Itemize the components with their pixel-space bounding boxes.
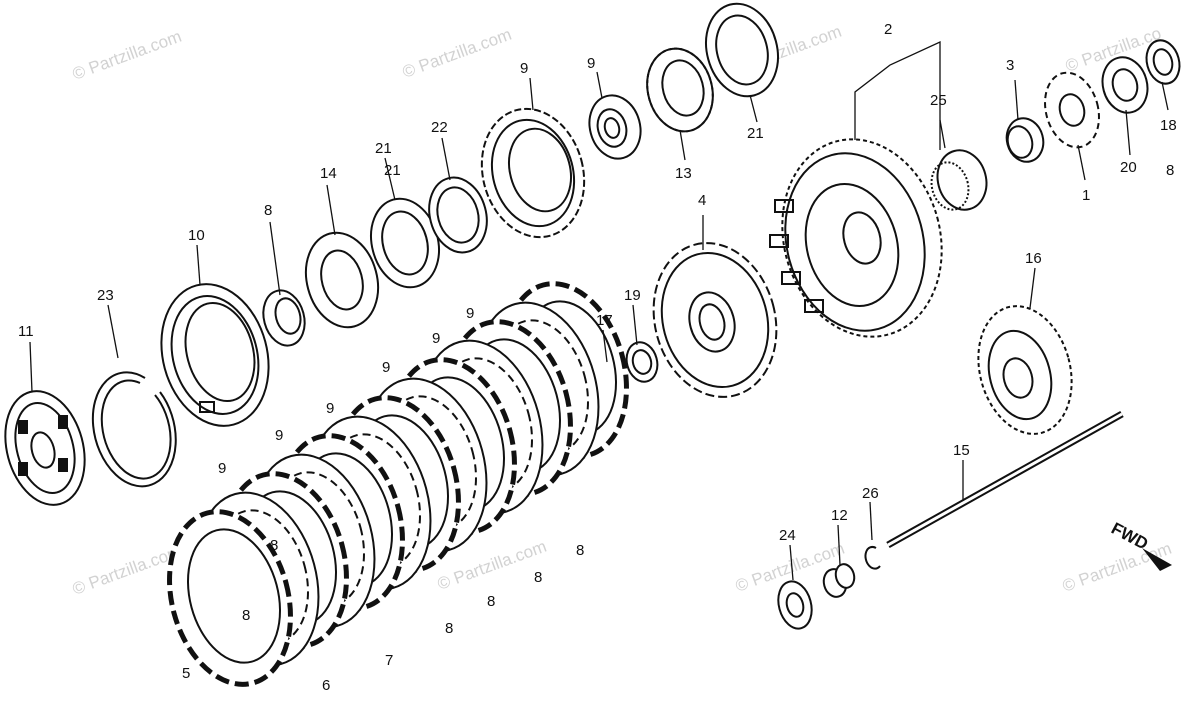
- callout: 6: [322, 677, 330, 694]
- callout: 3: [1006, 57, 1014, 74]
- callout: 4: [698, 192, 706, 209]
- clutch-plate-stack: [167, 281, 629, 687]
- callout: 9: [275, 427, 283, 444]
- callout: 20: [1120, 159, 1137, 176]
- friction-disc: [167, 509, 293, 687]
- part-2-clutch-outer: [769, 138, 943, 338]
- part-1-drive-sprocket: [1044, 71, 1100, 149]
- callout: 2: [884, 21, 892, 38]
- part-5-clutch-center: [480, 107, 586, 239]
- part-25-needle-bearing: [930, 149, 988, 211]
- callout: 8: [576, 542, 584, 559]
- callout: 14: [320, 165, 337, 182]
- part-11-pressure-plate: [4, 390, 86, 506]
- part-21-thrust-washer: [705, 2, 779, 98]
- callout: 18: [1160, 117, 1177, 134]
- part-14-washer: [304, 231, 380, 329]
- callout: 8: [534, 569, 542, 586]
- callout: 26: [862, 485, 879, 502]
- part-13-needle-bearing: [646, 47, 714, 133]
- watermark: © Partzilla.com: [70, 542, 184, 599]
- callout: 8: [270, 537, 278, 554]
- callout: 13: [675, 165, 692, 182]
- callout: 15: [953, 442, 970, 459]
- callout: 16: [1025, 250, 1042, 267]
- leader-lines: [29, 40, 1169, 581]
- callout: 1: [1082, 187, 1090, 204]
- callout: 21: [747, 125, 764, 142]
- part-7-collar: [262, 289, 306, 347]
- callout: 25: [930, 92, 947, 109]
- callout: 12: [831, 507, 848, 524]
- callout: 9: [520, 60, 528, 77]
- callout: 8: [487, 593, 495, 610]
- callout: 8: [264, 202, 272, 219]
- callout: 8: [445, 620, 453, 637]
- callout: 5: [182, 665, 190, 682]
- callout: 21: [375, 140, 392, 157]
- callout: 23: [97, 287, 114, 304]
- callout: 9: [432, 330, 440, 347]
- watermark: © Partzilla.com: [70, 27, 184, 84]
- part-10-lifter-plate: [160, 283, 270, 427]
- watermark: © Partzilla.com: [400, 25, 514, 82]
- callout: 9: [326, 400, 334, 417]
- callout: 22: [431, 119, 448, 136]
- part-22-washer: [428, 176, 488, 254]
- part-20-washer: [1101, 56, 1149, 114]
- callout: 7: [385, 652, 393, 669]
- direction-label: FWD: [1108, 519, 1151, 554]
- callout: 17: [596, 312, 613, 329]
- callout: 21: [384, 162, 401, 179]
- part-6-bearing: [588, 94, 642, 160]
- callout: 19: [624, 287, 641, 304]
- part-16-gear: [977, 305, 1073, 435]
- part-3-collar: [1005, 117, 1045, 163]
- callout: 9: [382, 359, 390, 376]
- callout: 9: [218, 460, 226, 477]
- callout: 8: [242, 607, 250, 624]
- part-24-bearing: [777, 580, 813, 630]
- part-12-lifter-piece: [822, 563, 856, 598]
- part-15-push-rod: [886, 410, 1124, 549]
- part-18-ring: [1145, 39, 1181, 85]
- callout: 10: [188, 227, 205, 244]
- watermark: © Partzilla.com: [1060, 539, 1174, 596]
- callout: 24: [779, 527, 796, 544]
- callout-labels: 1 2 3 4 5 6 7 8 8 8 8 8 8 9 9 9 9 9 9 10…: [18, 21, 1177, 694]
- part-4-clutch-hub: [652, 242, 778, 398]
- callout: 11: [18, 323, 34, 340]
- callout: 9: [466, 305, 474, 322]
- callout: 8: [1166, 162, 1174, 179]
- part-26-clip: [864, 545, 881, 570]
- part-23-circlip: [91, 371, 177, 488]
- callout: 9: [587, 55, 595, 72]
